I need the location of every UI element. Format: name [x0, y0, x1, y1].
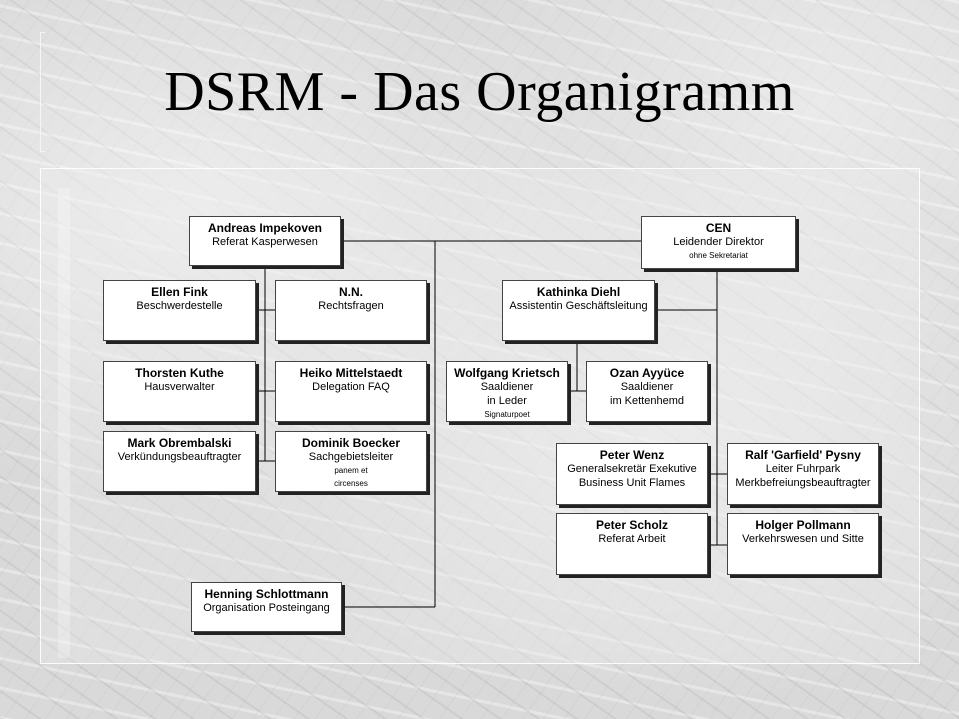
node-name: Thorsten Kuthe	[135, 366, 224, 380]
node-role: Saaldiener	[480, 381, 534, 393]
node-peter-scholz: Peter Scholz Referat Arbeit	[556, 513, 708, 575]
page-title: DSRM - Das Organigramm	[164, 61, 795, 123]
node-role: Verkehrswesen und Sitte	[742, 533, 864, 545]
node-name: Dominik Boecker	[301, 436, 401, 450]
node-nn: N.N. Rechtsfragen	[275, 280, 427, 341]
node-role: Beschwerdestelle	[136, 300, 223, 312]
node-name: Holger Pollmann	[755, 518, 851, 532]
node-dominik-boecker: Dominik Boecker Sachgebietsleiter panem …	[275, 431, 427, 492]
node-role: Leidender Direktor	[673, 236, 764, 248]
node-role: Referat Arbeit	[598, 533, 666, 545]
node-peter-wenz: Peter Wenz Generalsekretär Exekutive Bus…	[556, 443, 708, 505]
node-name: Ellen Fink	[151, 285, 208, 299]
node-role: Assistentin Geschäftsleitung	[509, 300, 648, 312]
slide-decoration-bracket	[40, 32, 45, 152]
node-andreas-impekoven: Andreas Impekoven Referat Kasperwesen	[189, 216, 341, 266]
node-holger-pollmann: Holger Pollmann Verkehrswesen und Sitte	[727, 513, 879, 575]
node-name: Heiko Mittelstaedt	[299, 366, 403, 380]
node-note: circenses	[334, 479, 368, 488]
node-name: Kathinka Diehl	[536, 285, 621, 299]
node-role: Organisation Posteingang	[203, 602, 330, 614]
node-note: Signaturpoet	[484, 410, 530, 419]
node-role: Merkbefreiungsbeauftragter	[735, 477, 871, 489]
node-name: Mark Obrembalski	[127, 436, 232, 450]
node-role: Saaldiener	[620, 381, 674, 393]
node-role: in Leder	[487, 395, 527, 407]
node-thorsten-kuthe: Thorsten Kuthe Hausverwalter	[103, 361, 256, 422]
node-role: Business Unit Flames	[578, 477, 686, 489]
node-ralf-pysny: Ralf 'Garfield' Pysny Leiter Fuhrpark Me…	[727, 443, 879, 505]
node-role: Sachgebietsleiter	[308, 451, 394, 463]
node-name: Peter Wenz	[599, 448, 665, 462]
node-role: Delegation FAQ	[312, 381, 390, 393]
node-role: im Kettenhemd	[610, 395, 684, 407]
node-name: Ralf 'Garfield' Pysny	[745, 448, 861, 462]
node-role: Hausverwalter	[144, 381, 215, 393]
node-heiko-mittelstaedt: Heiko Mittelstaedt Delegation FAQ	[275, 361, 427, 422]
node-henning-schlottmann: Henning Schlottmann Organisation Postein…	[191, 582, 342, 632]
node-name: Wolfgang Krietsch	[454, 366, 560, 380]
node-mark-obrembalski: Mark Obrembalski Verkündungsbeauftragter	[103, 431, 256, 492]
node-wolfgang-krietsch: Wolfgang Krietsch Saaldiener in Leder Si…	[446, 361, 568, 422]
node-name: Peter Scholz	[595, 518, 669, 532]
node-ozan-ayyuce: Ozan Ayyüce Saaldiener im Kettenhemd	[586, 361, 708, 422]
node-role: Rechtsfragen	[318, 300, 384, 312]
panel-decoration	[58, 188, 70, 658]
node-cen: CEN Leidender Direktor ohne Sekretariat	[641, 216, 796, 269]
node-name: Henning Schlottmann	[204, 587, 329, 601]
node-note: panem et	[334, 466, 368, 475]
node-note: ohne Sekretariat	[689, 251, 748, 260]
node-name: CEN	[705, 221, 732, 235]
node-name: Andreas Impekoven	[207, 221, 323, 235]
node-role: Referat Kasperwesen	[212, 236, 318, 248]
node-role: Generalsekretär Exekutive	[567, 463, 697, 475]
node-role: Verkündungsbeauftragter	[117, 451, 242, 463]
node-name: N.N.	[339, 285, 363, 299]
node-name: Ozan Ayyüce	[609, 366, 685, 380]
node-ellen-fink: Ellen Fink Beschwerdestelle	[103, 280, 256, 341]
node-kathinka-diehl: Kathinka Diehl Assistentin Geschäftsleit…	[502, 280, 655, 341]
node-role: Leiter Fuhrpark	[765, 463, 841, 475]
